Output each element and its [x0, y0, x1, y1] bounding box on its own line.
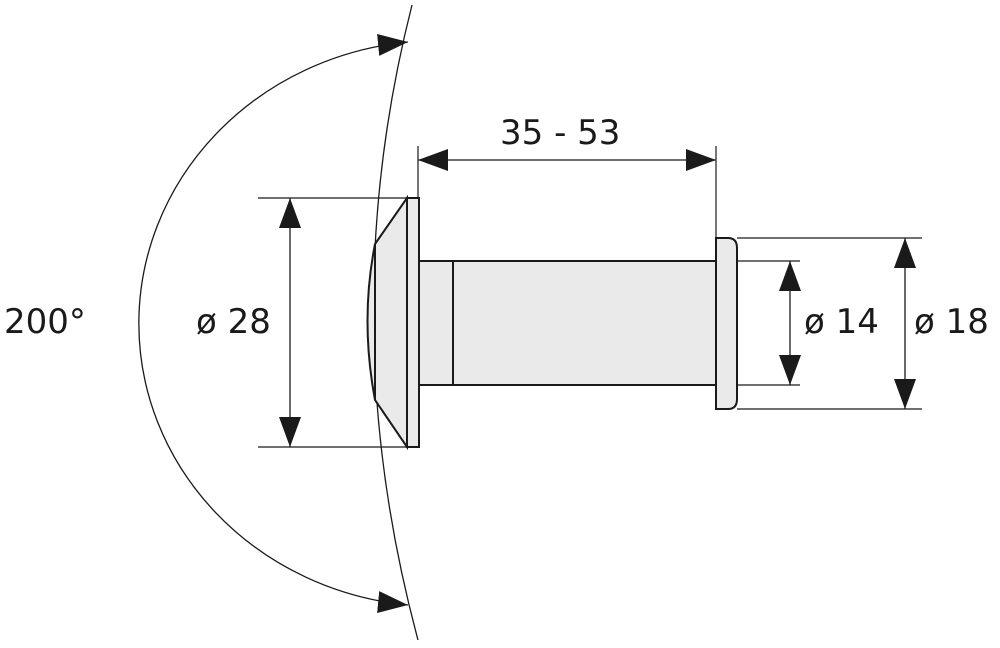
door-viewer	[366, 194, 738, 451]
angle-label: 200°	[4, 302, 86, 342]
flange-diameter-label: ø 28	[196, 302, 271, 342]
eyepiece-ring	[715, 237, 738, 410]
barrel	[418, 260, 717, 386]
eyepiece-diameter-label: ø 18	[914, 302, 989, 342]
lens-dome	[366, 194, 408, 451]
flange	[406, 197, 420, 448]
bore-diameter-label: ø 14	[804, 302, 879, 342]
viewing-angle-arc	[138, 34, 409, 613]
door-thickness-label: 35 - 53	[500, 113, 621, 153]
